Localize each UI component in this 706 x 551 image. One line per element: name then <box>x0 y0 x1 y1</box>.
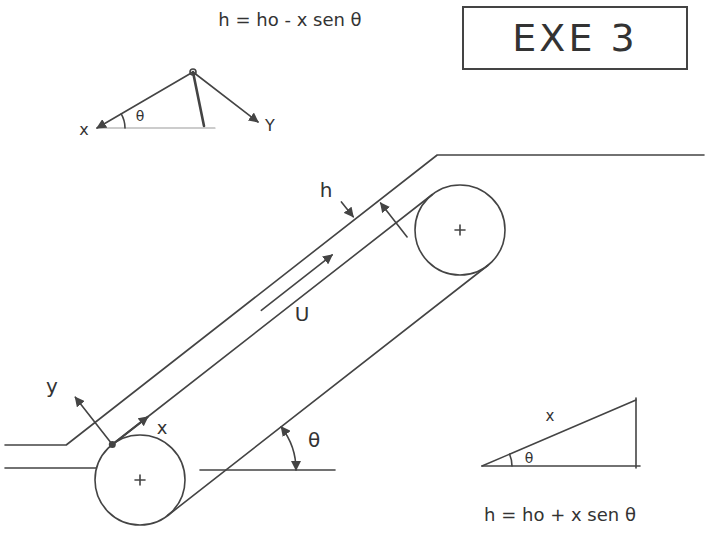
symbol-label: U <box>295 304 310 324</box>
angle-arc <box>510 454 512 466</box>
upper-roller <box>415 185 505 275</box>
symbol-label: Y <box>265 118 275 134</box>
symbol-label: x <box>79 122 88 138</box>
title-box: EXE 3 <box>462 6 688 70</box>
belt-upper <box>112 195 432 445</box>
symbol-label: θ <box>308 430 320 450</box>
thickness-arrow <box>381 203 408 237</box>
x-direction-arrow <box>97 72 193 128</box>
base-line <box>97 127 215 128</box>
horizontal-line <box>200 469 335 471</box>
triangle-hypotenuse <box>482 400 636 466</box>
belt-lower <box>168 266 488 516</box>
lower-roller <box>95 435 185 525</box>
triangle-base <box>482 465 640 467</box>
thickness-arrow <box>341 202 353 217</box>
exercise-title: EXE 3 <box>512 19 637 57</box>
symbol-label: x <box>546 409 555 424</box>
roller-center <box>135 475 145 485</box>
y-direction-arrow <box>193 72 258 122</box>
y-axis <box>75 397 112 444</box>
symbol-label: y <box>46 376 58 396</box>
symbol-label: h <box>320 180 333 200</box>
formula: h = ho + x sen θ <box>484 506 636 524</box>
apex-point <box>190 69 196 75</box>
roller-center <box>455 225 465 235</box>
symbol-label: θ <box>525 451 534 465</box>
inlet-line <box>5 467 96 469</box>
symbol-label: θ <box>136 109 145 123</box>
x-axis <box>112 417 148 445</box>
angle-arc <box>281 427 296 470</box>
film-surface <box>5 155 704 445</box>
symbol-label: x <box>157 419 168 437</box>
velocity-arrow <box>261 255 332 310</box>
formula: h = ho - x sen θ <box>218 11 361 29</box>
angle-arc <box>121 114 125 128</box>
triangle-height <box>635 398 637 468</box>
origin-point <box>109 441 116 448</box>
